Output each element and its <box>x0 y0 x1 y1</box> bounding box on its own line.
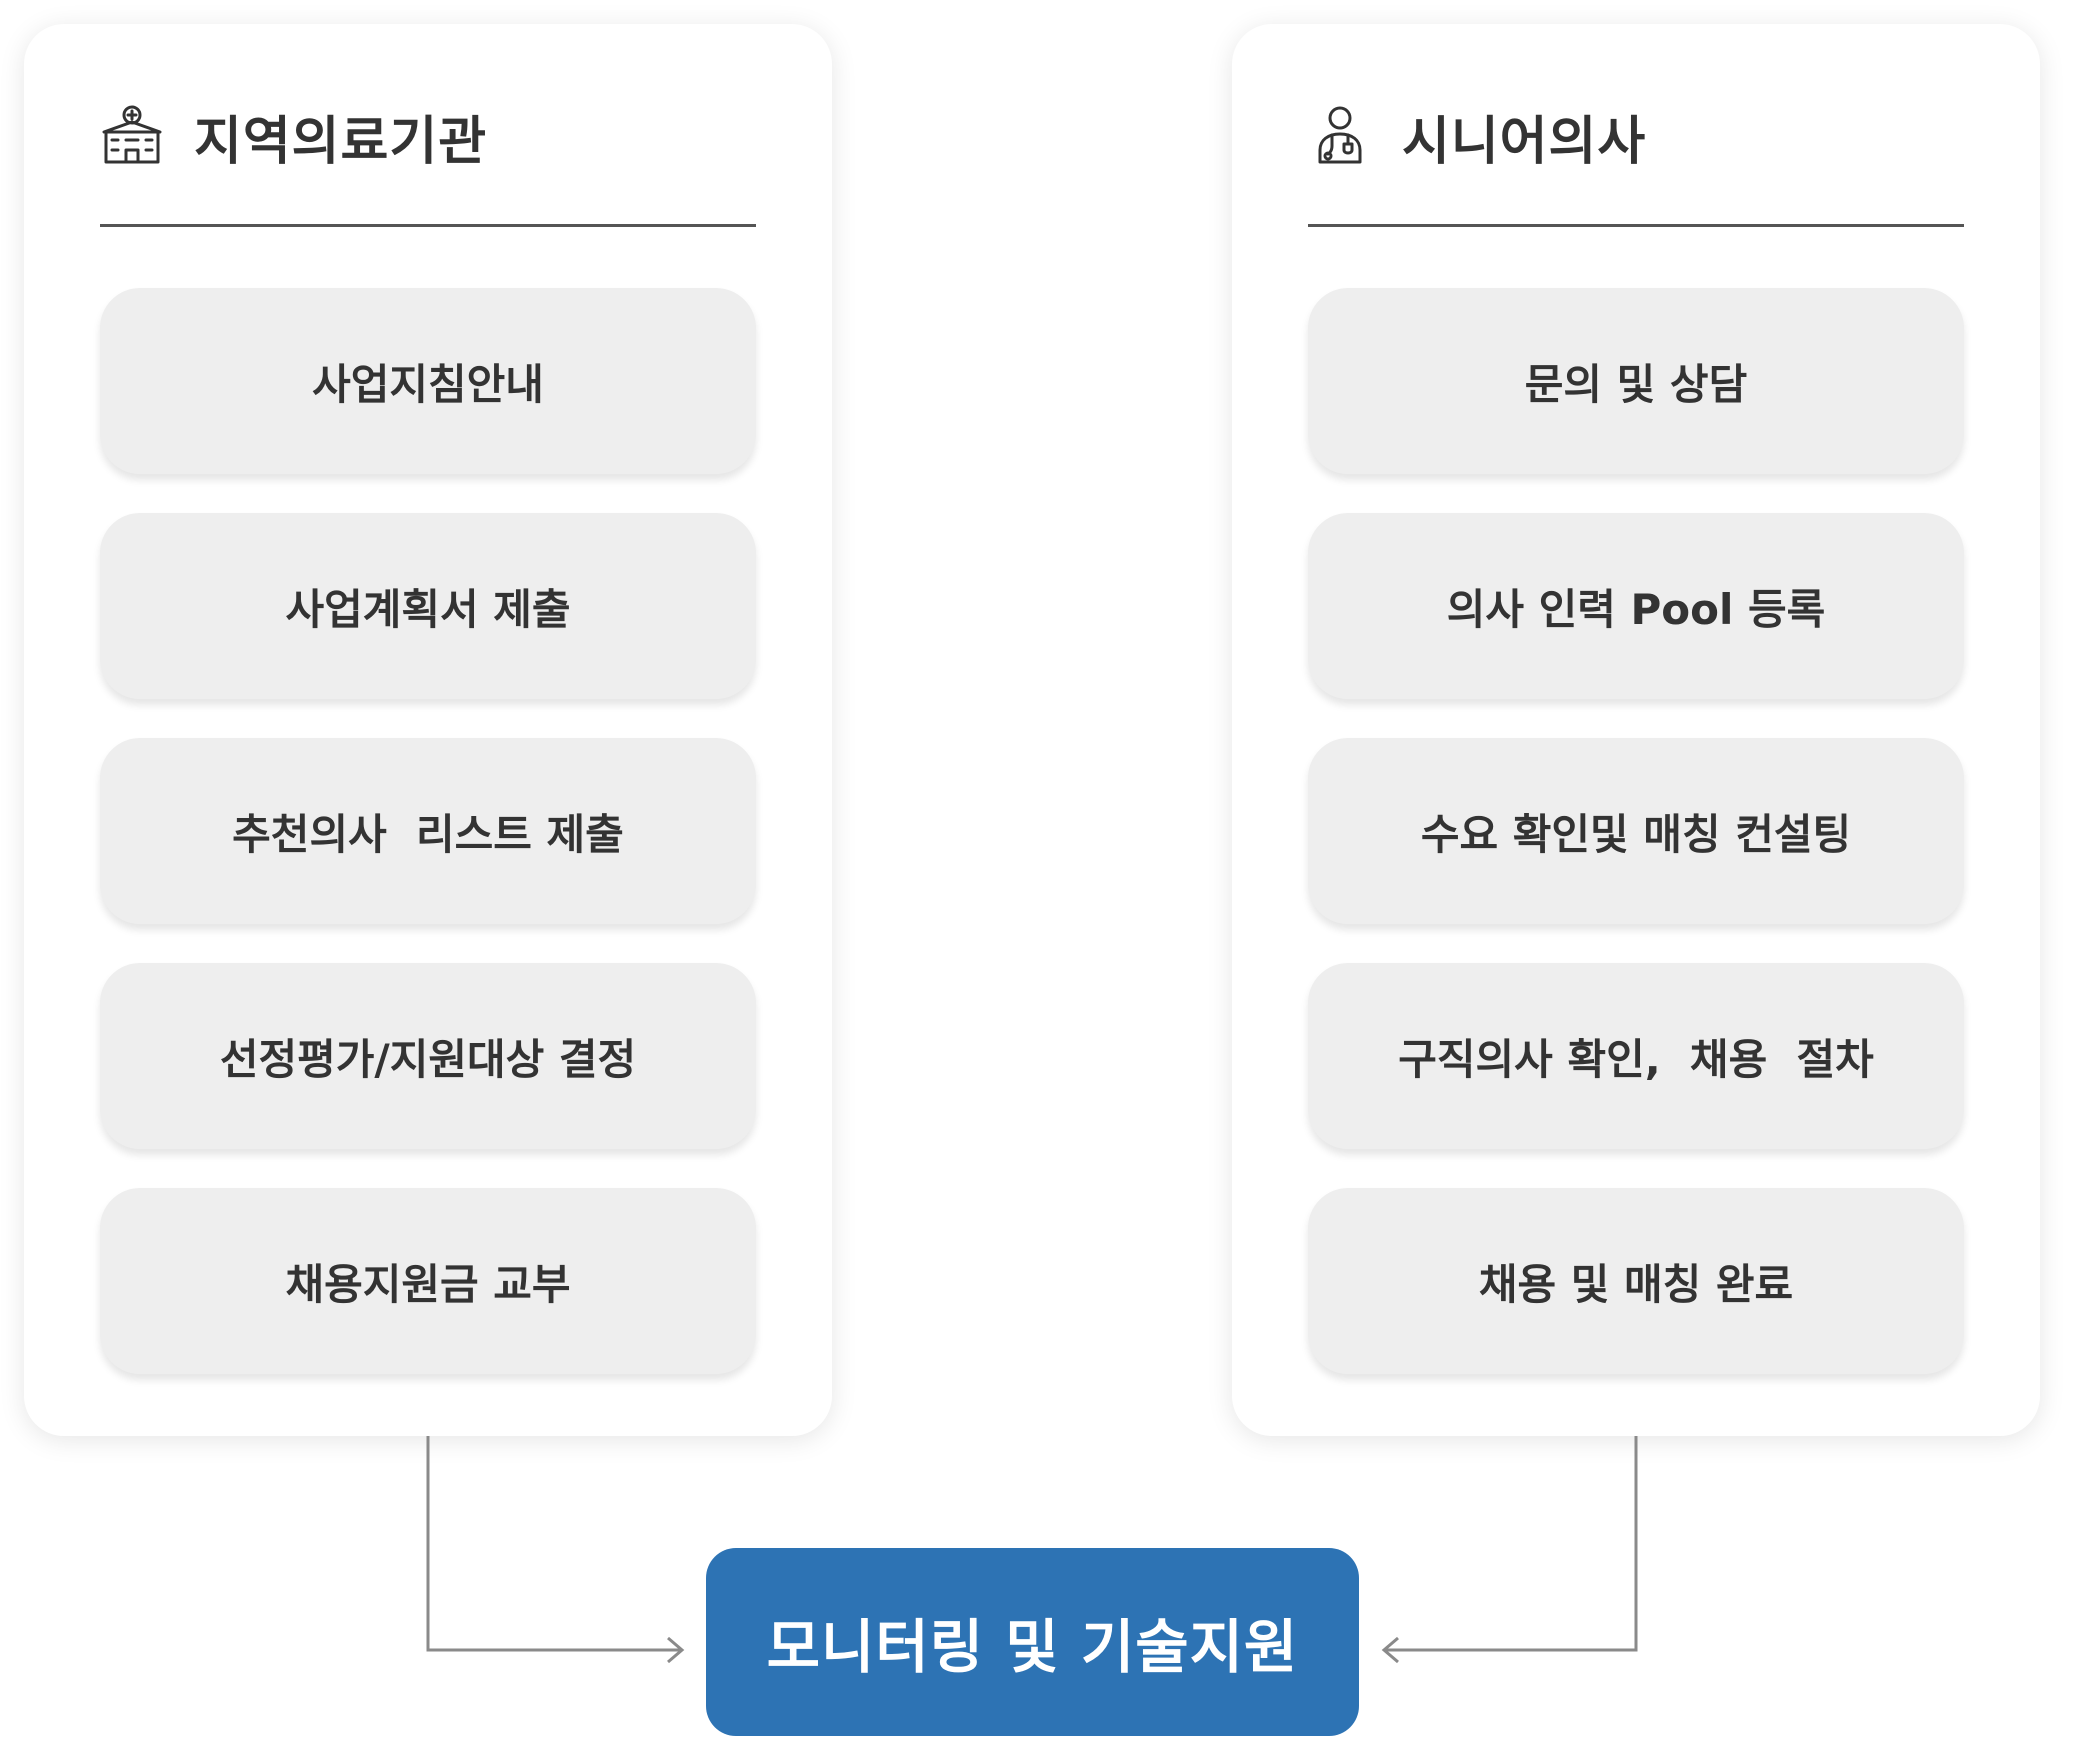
right-step-4: 구직의사 확인, 채용 절차 <box>1308 963 1964 1149</box>
left-panel-divider <box>100 224 756 227</box>
left-panel: 지역의료기관 사업지침안내 사업계획서 제출 추천의사 리스트 제출 선정평가/… <box>24 24 832 1436</box>
monitoring-support-box: 모니터링 및 기술지원 <box>706 1548 1359 1736</box>
left-panel-header: 지역의료기관 <box>100 86 756 186</box>
right-panel-header: 시니어의사 <box>1308 86 1964 186</box>
right-steps: 문의 및 상담 의사 인력 Pool 등록 수요 확인및 매칭 컨설팅 구직의사… <box>1308 288 1964 1413</box>
step-label: 구직의사 확인, 채용 절차 <box>1398 1034 1874 1084</box>
right-step-2: 의사 인력 Pool 등록 <box>1308 513 1964 699</box>
left-step-1: 사업지침안내 <box>100 288 756 474</box>
doctor-icon <box>1308 104 1372 168</box>
left-steps: 사업지침안내 사업계획서 제출 추천의사 리스트 제출 선정평가/지원대상 결정… <box>100 288 756 1413</box>
left-step-2: 사업계획서 제출 <box>100 513 756 699</box>
step-label: 선정평가/지원대상 결정 <box>219 1034 637 1084</box>
step-label: 문의 및 상담 <box>1524 359 1748 409</box>
right-panel: 시니어의사 문의 및 상담 의사 인력 Pool 등록 수요 확인및 매칭 컨설… <box>1232 24 2040 1436</box>
step-label: 수요 확인및 매칭 컨설팅 <box>1420 809 1852 859</box>
step-label: 추천의사 리스트 제출 <box>232 809 624 859</box>
left-connector-arrowhead <box>667 1636 685 1664</box>
center-label: 모니터링 및 기술지원 <box>766 1613 1299 1681</box>
right-panel-divider <box>1308 224 1964 227</box>
step-label: 채용지원금 교부 <box>285 1259 571 1309</box>
step-label: 사업지침안내 <box>312 359 544 409</box>
right-connector-arrowhead <box>1381 1636 1399 1664</box>
right-step-1: 문의 및 상담 <box>1308 288 1964 474</box>
left-step-4: 선정평가/지원대상 결정 <box>100 963 756 1149</box>
right-step-5: 채용 및 매칭 완료 <box>1308 1188 1964 1374</box>
right-step-3: 수요 확인및 매칭 컨설팅 <box>1308 738 1964 924</box>
left-step-5: 채용지원금 교부 <box>100 1188 756 1374</box>
right-panel-title: 시니어의사 <box>1402 111 1647 172</box>
hospital-icon <box>100 104 164 168</box>
left-panel-title: 지역의료기관 <box>194 111 488 172</box>
right-connector-line <box>1386 1436 1638 1652</box>
left-connector-line <box>426 1436 680 1652</box>
left-step-3: 추천의사 리스트 제출 <box>100 738 756 924</box>
step-label: 사업계획서 제출 <box>285 584 571 634</box>
step-label: 채용 및 매칭 완료 <box>1478 1259 1794 1309</box>
step-label: 의사 인력 Pool 등록 <box>1446 584 1826 634</box>
